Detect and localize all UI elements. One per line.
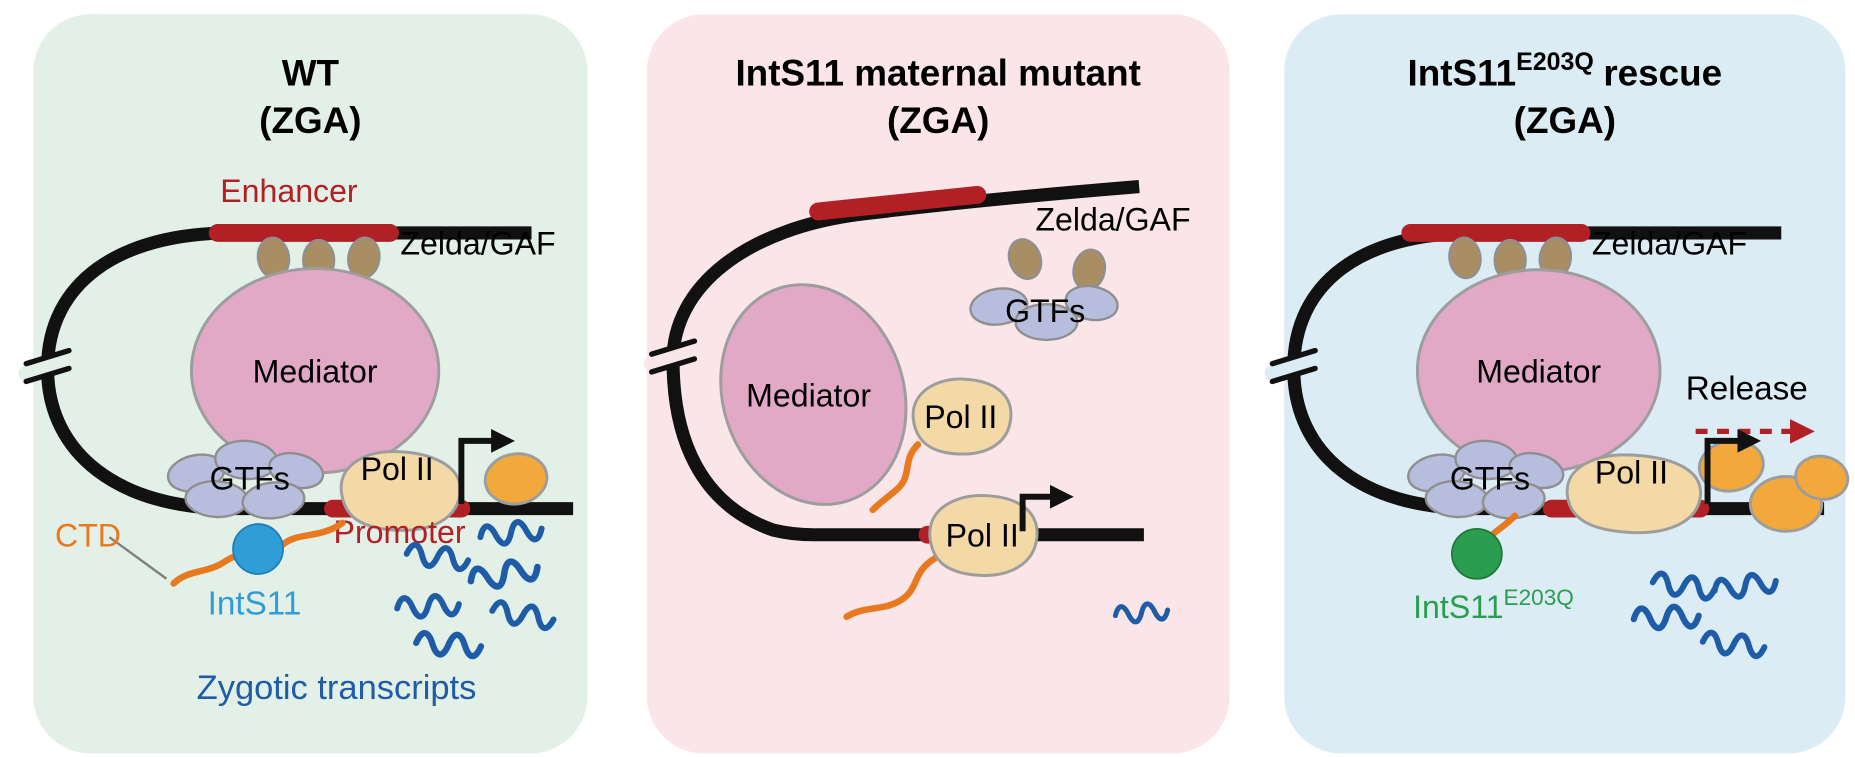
polii-free-label: Pol II: [924, 399, 997, 435]
polii-blob: [1565, 453, 1702, 535]
mediator-label: Mediator: [1476, 354, 1601, 390]
ints11-label: IntS11: [208, 585, 302, 622]
mediator-label: Mediator: [746, 377, 871, 413]
zelda-gaf-label: Zelda/GAF: [1035, 202, 1190, 238]
gtf-oval: [1064, 284, 1119, 322]
dna-break-icon: [18, 347, 77, 385]
dna-break-icon: [1264, 347, 1323, 385]
panel-wt: WT (ZGA) Enhancer Zelda/GAF Mediator GTF…: [18, 14, 588, 754]
promoter-label: Promoter: [334, 514, 466, 550]
panel-ints11-maternal-mutant: IntS11 maternal mutant (ZGA) Zelda/GAF G…: [643, 14, 1230, 754]
ints11-circle: [232, 523, 284, 575]
enhancer-segment: [809, 185, 987, 221]
panel-mutant-title: IntS11 maternal mutant: [735, 53, 1141, 94]
polii-free-blob: [911, 377, 1013, 456]
tss-arrow-icon: [458, 429, 515, 504]
dna-break-icon: [643, 338, 703, 375]
ctd-label: CTD: [55, 518, 121, 554]
gtfs-cluster: [969, 284, 1119, 342]
polii-promoter-blob: [928, 494, 1039, 577]
gtfs-cluster: [1407, 439, 1565, 520]
released-polii-cluster: [1697, 439, 1850, 533]
gtfs-label: GTFs: [1450, 461, 1530, 497]
panel-wt-title: WT: [282, 53, 340, 94]
ctd-leader-line: [108, 536, 168, 580]
ints11-e203q-circle: [1451, 527, 1503, 580]
tss-arrow-icon: [1704, 429, 1762, 504]
mediator-blob: [719, 283, 908, 506]
zelda-oval: [1448, 236, 1482, 280]
zelda-oval: [1007, 238, 1043, 280]
gtf-oval: [241, 481, 306, 520]
zelda-gaf-ovals: [1448, 236, 1573, 282]
panel-wt-subtitle: (ZGA): [259, 100, 361, 141]
polii-promoter-label: Pol II: [946, 518, 1019, 554]
zelda-gaf-label: Zelda/GAF: [400, 225, 555, 261]
ctd-tail: [843, 555, 938, 621]
release-label: Release: [1686, 370, 1808, 407]
gtfs-label: GTFs: [1005, 293, 1085, 329]
gtf-oval: [1014, 303, 1079, 342]
zelda-gaf-label: Zelda/GAF: [1592, 225, 1747, 261]
tss-arrow-icon: [1019, 484, 1074, 532]
zelda-gaf-ovals: [1007, 238, 1107, 291]
polii-label: Pol II: [1595, 455, 1668, 491]
ints11-e203q-label: IntS11E203Q: [1413, 585, 1574, 625]
enhancer-label: Enhancer: [220, 173, 358, 209]
zygotic-transcripts-label: Zygotic transcripts: [197, 669, 477, 707]
polii-released-blob: [483, 452, 549, 506]
ctd-tail: [869, 441, 922, 514]
panel-mutant-subtitle: (ZGA): [887, 100, 989, 141]
polii-label: Pol II: [361, 451, 434, 487]
gtf-oval: [969, 287, 1029, 326]
polii-released-blob: [1794, 454, 1850, 501]
gtfs-label: GTFs: [210, 461, 290, 497]
panel-rescue-subtitle: (ZGA): [1514, 100, 1616, 141]
gtfs-cluster: [166, 439, 325, 520]
mediator-label: Mediator: [253, 354, 378, 390]
